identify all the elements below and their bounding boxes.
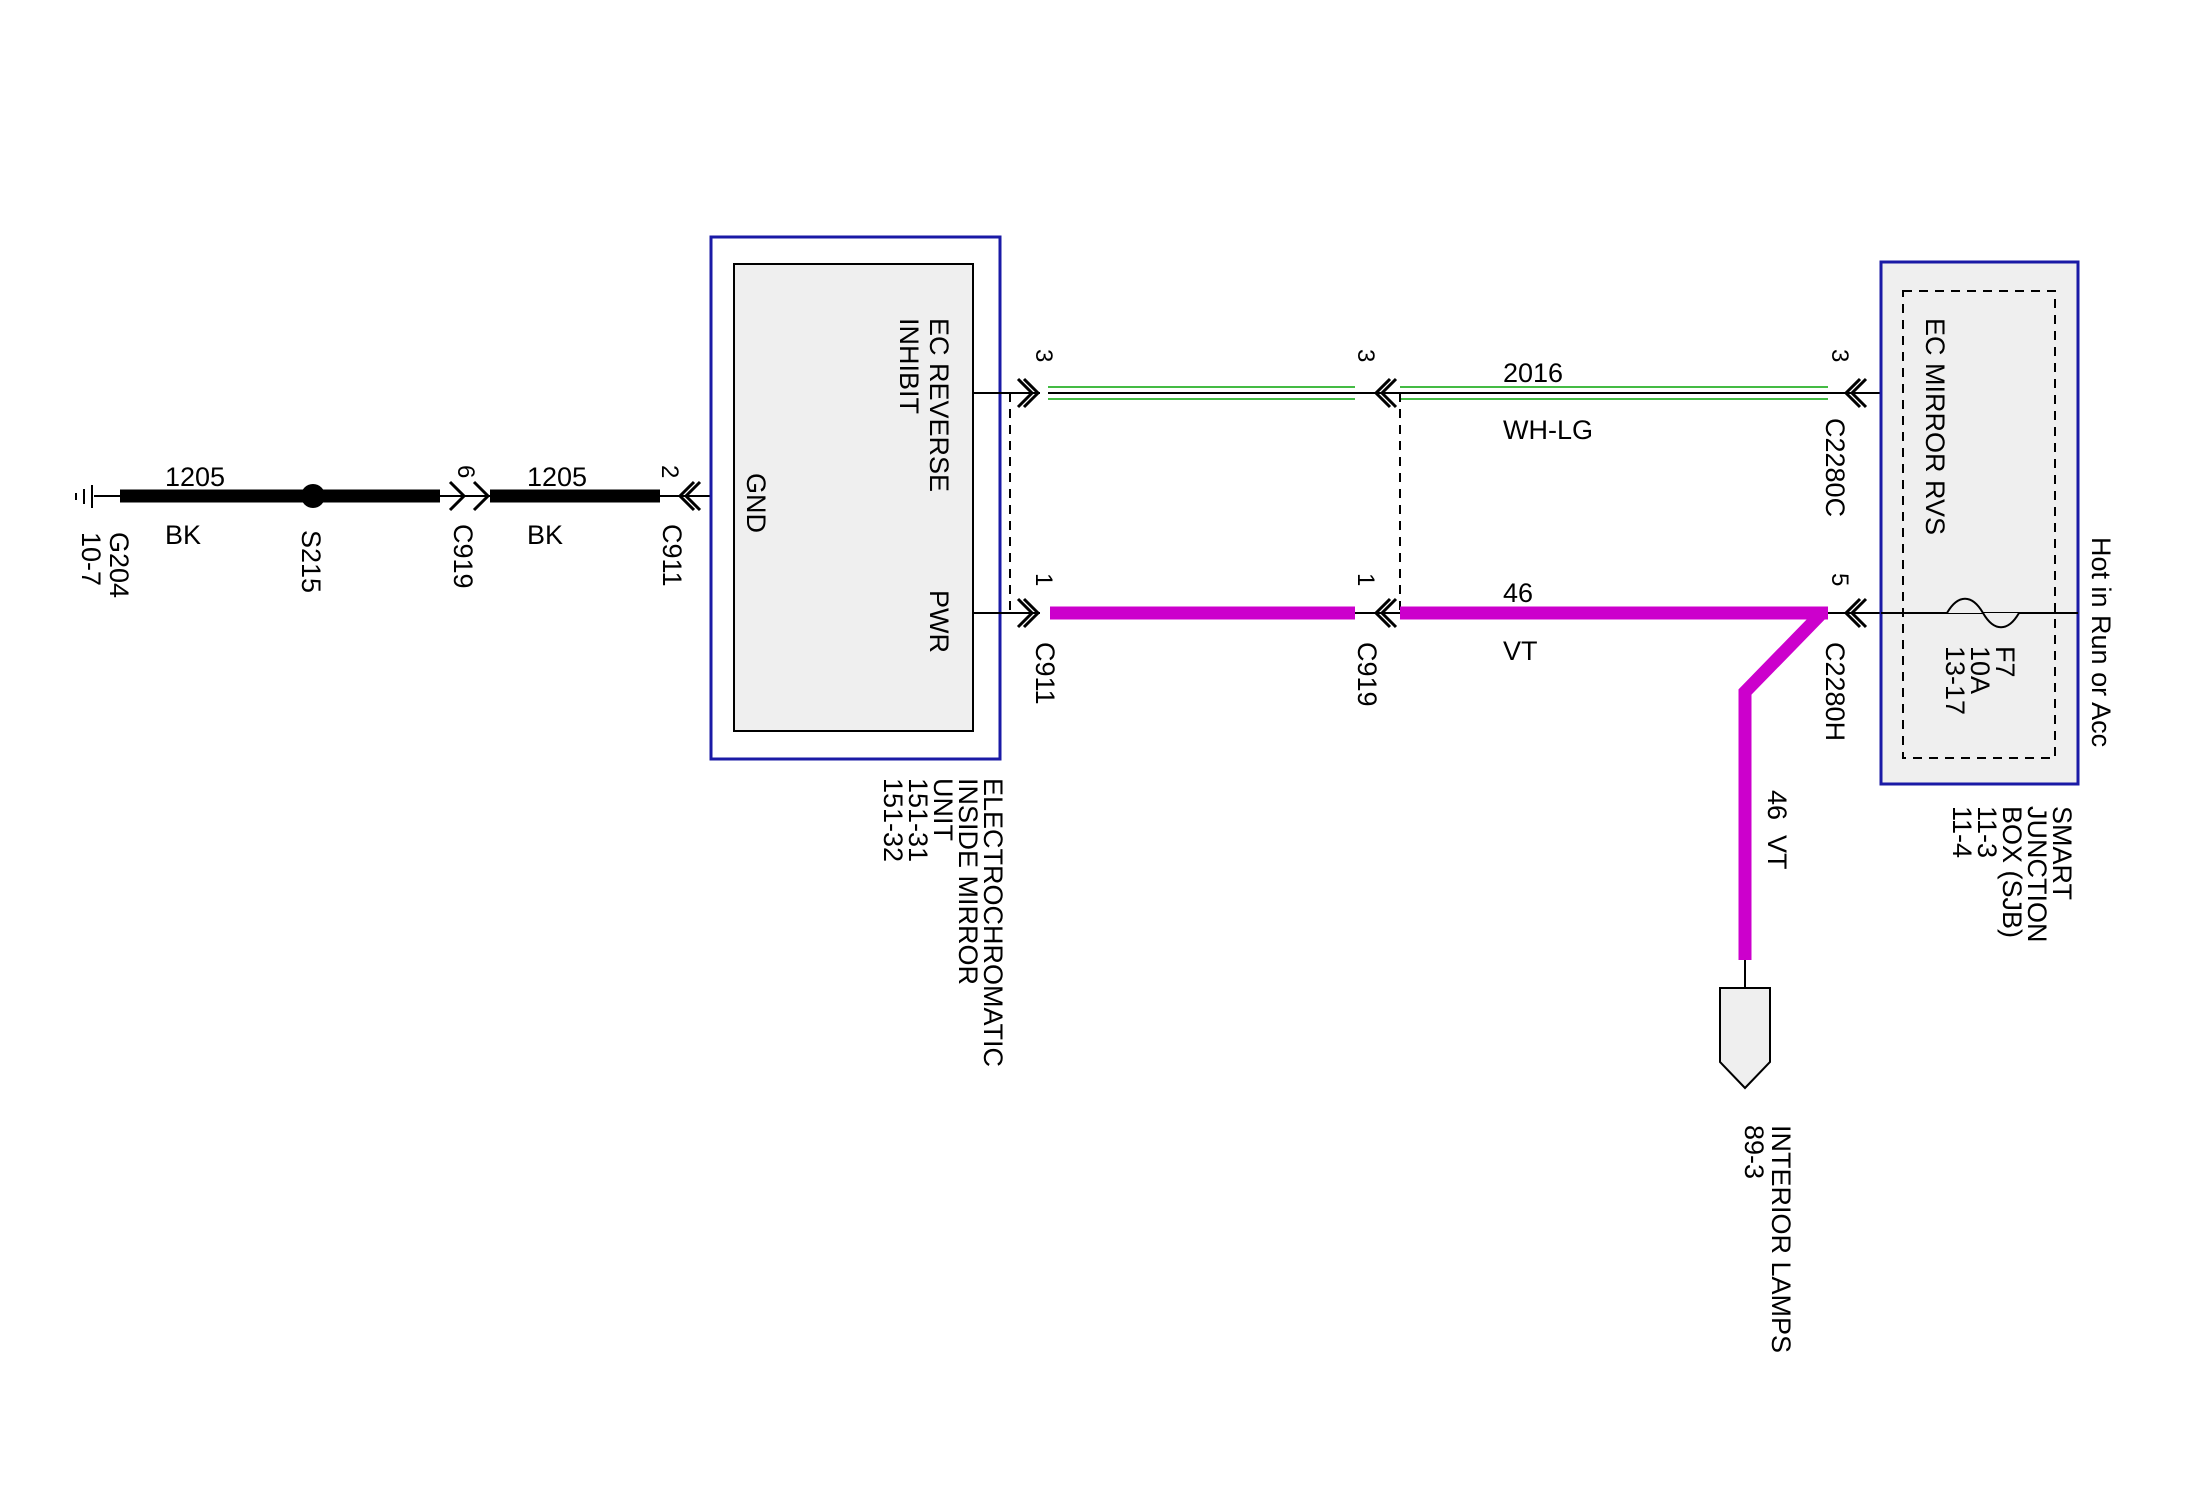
fuse-label-line3: 13-17 (1940, 646, 1970, 715)
ground-wire-color-label-2: BK (527, 520, 563, 550)
sjb-outer-border (1879, 260, 2080, 786)
ec-mirror-name-line3: UNIT (928, 778, 958, 841)
c911-ground-connector-icon (677, 480, 696, 512)
c2280h-connector-name: C2280H (1820, 642, 1850, 741)
c919-ground-pin-number: 6 (452, 465, 479, 478)
connector-shell-dashes (1009, 393, 1401, 613)
smart-junction-box: EC MIRROR RVS F7 10A 13-17 Hot in Run or… (1879, 260, 2116, 943)
fuse-label-line2: 10A (1965, 646, 1995, 694)
splice-name: S215 (296, 530, 326, 593)
sjb-name-line5: 11-4 (1947, 806, 1977, 858)
sjb-name-line2: JUNCTION (2022, 806, 2052, 943)
sjb-name-line3: BOX (SJB) (1997, 806, 2027, 938)
fuse-label-line1: F7 (1990, 646, 2020, 678)
sjb-name-line1: SMART (2047, 806, 2077, 900)
ec-mirror-gnd-pin-label: GND (741, 473, 771, 533)
interior-lamps-label-line2: 89-3 (1739, 1125, 1769, 1179)
c2280c-connector-name: C2280C (1820, 418, 1850, 517)
power-wire-color-label: VT (1503, 636, 1538, 666)
c919-pwr-connector-icon (1373, 597, 1392, 629)
c2280c-pin-number: 3 (1826, 349, 1853, 362)
ec-mirror-inner-box (733, 263, 974, 732)
interior-lamps-connector-icon (1719, 987, 1771, 1090)
fuse-icon (1946, 597, 2020, 629)
interior-lamps-label-line1: INTERIOR LAMPS (1766, 1125, 1796, 1353)
c919-ground-connector-name: C919 (448, 524, 478, 589)
sjb-dashed-inner (1902, 290, 2056, 759)
signal-circuit: 2016 WH-LG 3 3 3 C2280C (973, 349, 1881, 517)
ground-wire-color-label-1: BK (165, 520, 201, 550)
signal-wire-color-label: WH-LG (1503, 415, 1593, 445)
branch-wire (1738, 608, 1827, 960)
ground-circuit: 1205 BK 1205 BK 6 2 G204 10-7 S215 C919 … (75, 462, 735, 598)
sjb-name-line4: 11-3 (1972, 806, 2002, 858)
sjb-output-label: EC MIRROR RVS (1920, 318, 1950, 535)
ec-mirror-module: GND EC REVERSE INHIBIT PWR ELECTROCHROMA… (709, 235, 1008, 1067)
ground-ref: 10-7 (76, 532, 106, 586)
ec-mirror-name-line2: INSIDE MIRROR (953, 778, 983, 985)
branch-wire-label: 46 VT (1762, 790, 1792, 870)
c919-inhibit-pin-number: 3 (1352, 349, 1379, 362)
c2280h-connector-icon (1843, 597, 1862, 629)
c911-pwr-connector-name: C911 (1030, 642, 1060, 705)
c911-inhibit-pin-number: 3 (1030, 349, 1057, 362)
ec-mirror-name-line1: ELECTROCHROMATIC (978, 778, 1008, 1067)
c911-pwr-pin-number: 1 (1030, 573, 1057, 586)
c919-pwr-connector-name: C919 (1352, 642, 1382, 707)
ground-name: G204 (104, 532, 134, 598)
ec-mirror-inhibit-label-line2: INHIBIT (894, 318, 924, 414)
c2280h-pin-number: 5 (1826, 573, 1853, 586)
c2280c-connector-icon (1843, 377, 1862, 409)
ec-mirror-pwr-pin-label: PWR (924, 590, 954, 653)
ground-wire-circuit-label-2: 1205 (527, 462, 587, 492)
c919-pwr-pin-number: 1 (1352, 573, 1379, 586)
signal-wire-segment-2 (1400, 386, 1828, 400)
ground-symbol-icon (75, 485, 120, 508)
signal-wire-segment-1 (1048, 386, 1355, 400)
c919-inhibit-connector-icon (1373, 377, 1392, 409)
ec-mirror-name-line4: 151-31 (903, 778, 933, 862)
signal-wire-circuit-label: 2016 (1503, 358, 1563, 388)
c911-pwr-connector-icon (1016, 597, 1035, 629)
power-wire-circuit-label: 46 (1503, 578, 1533, 608)
ec-mirror-name-line5: 151-32 (878, 778, 908, 862)
power-source-label: Hot in Run or Acc (2086, 537, 2116, 747)
c911-inhibit-connector-icon (1016, 377, 1035, 409)
ec-mirror-inhibit-label-line1: EC REVERSE (924, 318, 954, 492)
c911-ground-pin-number: 2 (656, 465, 683, 478)
splice-s215-dot (301, 484, 325, 508)
c911-ground-connector-name: C911 (657, 524, 687, 587)
ground-wire-circuit-label-1: 1205 (165, 462, 225, 492)
power-circuit: 46 VT 46 VT 1 C911 1 C919 5 C2280H INTER… (973, 573, 1881, 1353)
